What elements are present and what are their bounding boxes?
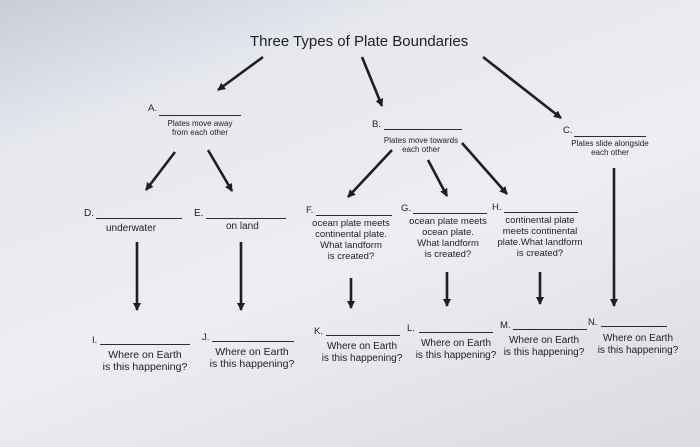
arrow-title-to-a [217, 55, 264, 92]
node-f-text: ocean plate meets continental plate. Wha… [312, 218, 390, 262]
node-g-blank[interactable] [413, 213, 487, 214]
node-i-letter: I. [92, 335, 98, 346]
node-a-letter: A. [148, 103, 157, 114]
node-g-text: ocean plate meets ocean plate. What land… [409, 216, 487, 260]
node-c-letter: C. [563, 125, 573, 136]
node-a-blank[interactable] [159, 115, 241, 116]
node-i-text: Where on Earth is this happening? [102, 349, 188, 374]
node-j-blank[interactable] [212, 341, 294, 342]
node-d-letter: D. [84, 208, 94, 219]
node-h-text: continental plate meets continental plat… [497, 215, 583, 259]
node-m-text: Where on Earth is this happening? [503, 335, 585, 358]
node-j-letter: J. [202, 332, 210, 343]
node-e-letter: E. [194, 208, 204, 219]
node-f-blank[interactable] [316, 215, 392, 216]
node-e-text: on land [226, 221, 259, 232]
node-l-letter: L. [407, 323, 415, 334]
node-a-text: Plates move away from each other [167, 119, 233, 138]
arrow-b-to-f [347, 149, 393, 198]
node-l-text: Where on Earth is this happening? [415, 338, 497, 361]
arrow-title-to-b [360, 56, 384, 107]
node-k-text: Where on Earth is this happening? [321, 341, 403, 364]
node-g-letter: G. [401, 203, 412, 214]
node-d-text: underwater [106, 223, 157, 234]
node-n-blank[interactable] [601, 326, 667, 327]
node-n-text: Where on Earth is this happening? [597, 333, 679, 356]
node-k-blank[interactable] [326, 335, 400, 336]
node-c-blank[interactable] [574, 136, 646, 137]
node-i-blank[interactable] [100, 344, 190, 345]
node-h-letter: H. [492, 202, 502, 213]
node-b-text: Plates move towards each other [383, 136, 459, 155]
node-h-blank[interactable] [504, 212, 578, 213]
node-e-blank[interactable] [206, 218, 286, 219]
node-m-letter: M. [500, 320, 511, 331]
node-k-letter: K. [314, 326, 323, 337]
page-title: Three Types of Plate Boundaries [250, 33, 469, 50]
arrow-b-to-g [426, 159, 449, 197]
node-j-text: Where on Earth is this happening? [209, 346, 295, 371]
arrow-a-to-e [206, 149, 234, 192]
node-c-text: Plates slide alongside each other [571, 139, 649, 158]
node-m-blank[interactable] [513, 329, 587, 330]
node-b-blank[interactable] [384, 129, 462, 130]
node-b-letter: B. [372, 119, 381, 130]
arrow-title-to-c [482, 55, 562, 120]
node-n-letter: N. [588, 317, 598, 328]
node-f-letter: F. [306, 205, 314, 216]
node-d-blank[interactable] [96, 218, 182, 219]
node-l-blank[interactable] [419, 332, 493, 333]
arrow-a-to-d [144, 151, 177, 191]
